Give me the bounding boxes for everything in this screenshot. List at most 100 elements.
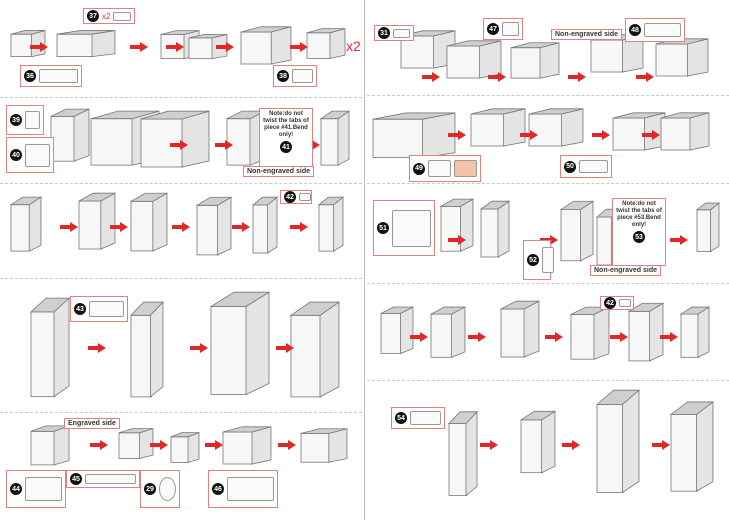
assembly-step-figure: [480, 200, 510, 258]
assembly-step-figure: [210, 291, 270, 396]
part-number: 40: [10, 149, 22, 161]
part-number: 44: [10, 483, 22, 495]
piece-shape: [542, 247, 554, 273]
assembly-step-figure: [50, 108, 90, 162]
next-step-arrow-icon: [670, 235, 688, 245]
part-number: 53: [633, 231, 645, 243]
note-part-41: Note:do not twist the tabs of piece #41.…: [259, 108, 313, 170]
next-step-arrow-icon: [568, 72, 586, 82]
step-row-divider: [0, 183, 362, 184]
piece-shape: [113, 11, 131, 21]
assembly-step-figure: [130, 301, 164, 398]
part-number: 46: [212, 483, 224, 495]
piece-shape: [25, 110, 40, 130]
next-step-arrow-icon: [90, 440, 108, 450]
next-step-arrow-icon: [215, 140, 233, 150]
assembly-step-figure: [696, 202, 720, 253]
piece-shape: [39, 69, 78, 83]
callout-part-38: 38: [273, 65, 317, 87]
part-number: 39: [10, 114, 22, 126]
piece-shape: [579, 159, 608, 174]
piece-shape: [25, 143, 50, 167]
next-step-arrow-icon: [468, 332, 486, 342]
callout-part-31: 31: [374, 25, 414, 41]
assembly-step-figure: [628, 302, 664, 362]
callout-part-45: 45: [66, 470, 140, 488]
part-number: 42: [604, 297, 616, 309]
assembly-step-figure: [440, 198, 474, 252]
next-step-arrow-icon: [480, 440, 498, 450]
part-number: 31: [378, 27, 390, 39]
part-number: 45: [70, 473, 82, 485]
assembly-step-figure: [320, 110, 350, 166]
callout-part-46: 46: [208, 470, 278, 508]
piece-shape: [644, 22, 681, 38]
next-step-arrow-icon: [30, 42, 48, 52]
assembly-step-figure: [30, 425, 70, 466]
callout-part-47: 47: [483, 18, 523, 40]
next-step-arrow-icon: [130, 42, 148, 52]
next-step-arrow-icon: [190, 343, 208, 353]
non-engraved-side-label: Non-engraved side: [243, 166, 315, 177]
next-step-arrow-icon: [110, 222, 128, 232]
callout-part-52: 52: [523, 240, 554, 280]
piece-shape: [410, 411, 441, 425]
step-row-divider: [0, 412, 362, 413]
next-step-arrow-icon: [290, 222, 308, 232]
next-step-arrow-icon: [642, 130, 660, 140]
callout-part-49: 49: [409, 155, 481, 182]
assembly-step-figure: [380, 306, 414, 355]
step-row-divider: [367, 95, 729, 96]
piece-shape: [619, 299, 631, 307]
assembly-step-figure: [510, 42, 560, 79]
part-number: 38: [277, 70, 289, 82]
assembly-step-figure: [660, 112, 710, 151]
callout-part-42-right: 42: [600, 296, 634, 310]
piece-shape: [393, 28, 410, 38]
assembly-step-figure: [655, 38, 709, 77]
piece-shape: [227, 476, 274, 502]
callout-part-42: 42: [280, 190, 312, 204]
assembly-step-figure: [78, 192, 116, 250]
non-engraved-side-label: Non-engraved side: [551, 29, 623, 40]
next-step-arrow-icon: [88, 343, 106, 353]
assembly-step-figure: [196, 196, 232, 256]
next-step-arrow-icon: [636, 72, 654, 82]
note-text: Note:do not twist the tabs of piece #53.…: [616, 201, 662, 228]
assembly-step-figure: [10, 30, 46, 58]
next-step-arrow-icon: [216, 42, 234, 52]
page-divider: [364, 0, 365, 520]
assembly-step-figure: [596, 389, 640, 494]
callout-part-40: 40: [6, 137, 54, 173]
engraved-side-label: Engraved side: [64, 418, 120, 429]
part-number: 36: [24, 70, 36, 82]
piece-shape: [502, 22, 519, 36]
callout-part-44: 44: [6, 470, 66, 508]
callout-part-36: 36: [20, 65, 82, 87]
next-step-arrow-icon: [290, 42, 308, 52]
piece-shape: [299, 193, 311, 201]
part-number: 48: [629, 24, 641, 36]
next-step-arrow-icon: [422, 72, 440, 82]
assembly-step-figure: [470, 108, 526, 147]
assembly-step-figure: [448, 410, 478, 497]
next-step-arrow-icon: [488, 72, 506, 82]
part-number: 37: [87, 10, 99, 22]
part-number: 41: [280, 141, 292, 153]
step-row-divider: [0, 278, 362, 279]
step-row-divider: [367, 283, 729, 284]
callout-part-50: 50: [560, 155, 612, 178]
part-number: 49: [413, 162, 425, 175]
piece-shape: [85, 473, 136, 485]
assembly-step-figure: [252, 196, 278, 254]
piece-shape-folded: [454, 160, 477, 177]
assembly-step-figure: [670, 401, 714, 492]
part-number: 50: [564, 160, 576, 173]
next-step-arrow-icon: [562, 440, 580, 450]
next-step-arrow-icon: [278, 440, 296, 450]
piece-shape: [159, 476, 176, 502]
step-row-divider: [367, 183, 729, 184]
assembly-step-figure: [520, 410, 556, 474]
note-text: Note:do not twist the tabs of piece #41.…: [263, 111, 309, 138]
assembly-step-figure: [680, 306, 710, 358]
